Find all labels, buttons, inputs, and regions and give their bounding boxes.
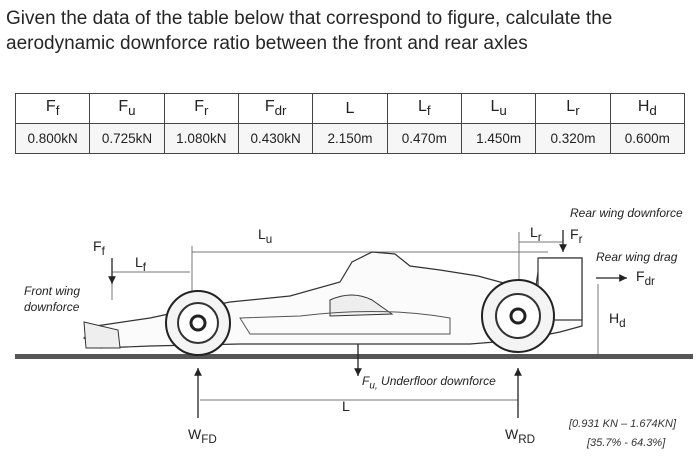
front-wheel [165,290,231,356]
rear-wing-downforce-label: Rear wing downforce [570,206,683,220]
front-wing-downforce-label: Front wing downforce [24,284,81,314]
fr-label: Fr [570,226,583,246]
l-label: L [342,398,350,414]
front-wing [83,321,121,349]
fdr-label: Fdr [636,268,655,288]
header-lu: Lu [460,93,537,124]
value-fu: 0.725kN [89,123,165,154]
value-fdr: 0.430kN [237,123,314,154]
header-hd: Hd [609,93,686,124]
lu-label: Lu [258,226,273,246]
fu-underfloor-label: Fu, Underfloor downforce [362,374,496,392]
value-fr: 1.080kN [163,123,239,154]
value-lr: 0.320m [535,123,611,154]
rear-wheel [481,279,555,353]
value-lu: 1.450m [460,123,537,154]
lf-label: Lf [135,254,147,274]
answer-percent: [35.7% - 64.3%] [587,437,666,449]
value-ff: 0.800kN [14,123,91,154]
sidepod [239,310,451,335]
wrd-label: WRD [505,426,536,446]
header-ff: Ff [14,93,91,124]
header-fu: Fu [89,93,165,124]
header-fdr: Fdr [237,93,314,124]
wfd-label: WFD [188,426,217,446]
lr-label: Lr [530,224,542,244]
table-value-row: 0.800kN 0.725kN 1.080kN 0.430kN 2.150m 0… [14,123,686,154]
rear-wing-drag-label: Rear wing drag [596,250,678,264]
value-lf: 0.470m [386,123,462,154]
ground-line [15,354,693,359]
value-hd: 0.600m [609,123,686,154]
header-l: L [312,93,388,124]
answer-range: [0.931 KN – 1.674KN] [569,418,677,430]
hd-label: Hd [609,310,626,330]
ff-label: Ff [93,238,105,258]
data-table: Ff Fu Fr Fdr L Lf Lu Lr Hd 0.800kN 0.725… [14,93,686,154]
question-text: Given the data of the table below that c… [6,8,613,54]
